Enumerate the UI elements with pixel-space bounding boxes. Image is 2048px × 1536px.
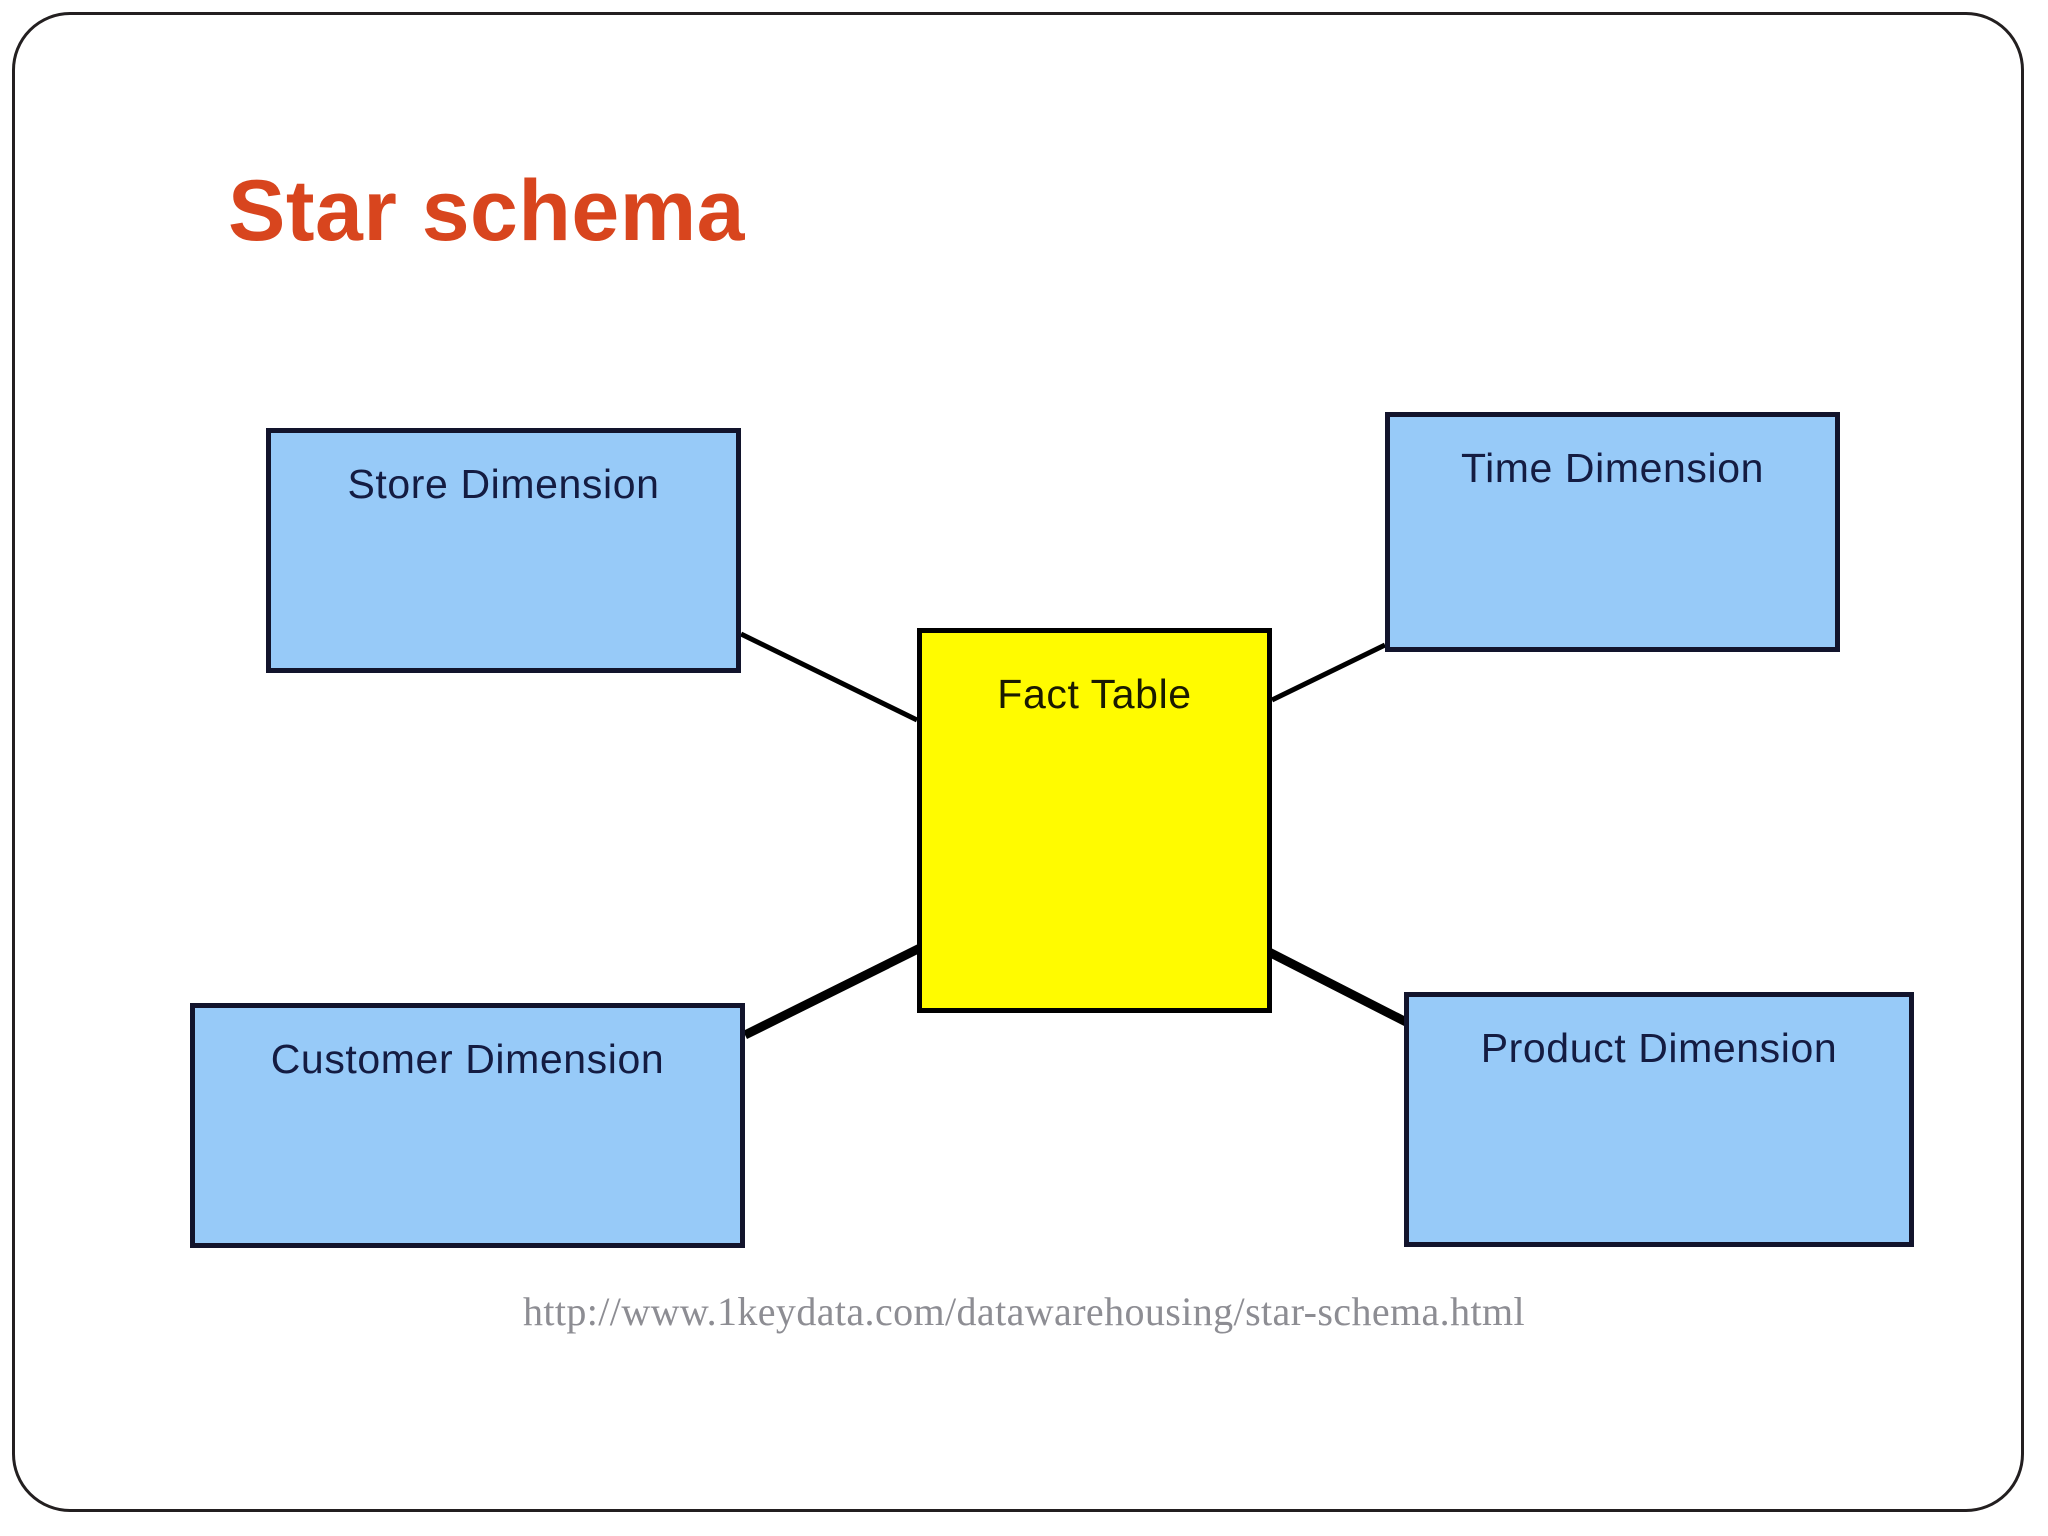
connector-store-fact	[739, 631, 919, 723]
node-store-dimension-label: Store Dimension	[347, 461, 660, 507]
page-title: Star schema	[228, 163, 746, 259]
node-fact-table-label: Fact Table	[997, 671, 1192, 717]
connector-fact-time	[1270, 642, 1387, 703]
node-time-dimension-label: Time Dimension	[1460, 445, 1765, 491]
node-product-dimension[interactable]: Product Dimension	[1404, 992, 1914, 1247]
connector-fact-product	[1266, 947, 1413, 1029]
node-fact-table[interactable]: Fact Table	[917, 628, 1272, 1013]
node-store-dimension[interactable]: Store Dimension	[266, 428, 741, 673]
node-product-dimension-label: Product Dimension	[1480, 1025, 1838, 1071]
source-url-caption: http://www.1keydata.com/datawarehousing/…	[522, 1289, 1526, 1334]
node-customer-dimension[interactable]: Customer Dimension	[190, 1003, 745, 1248]
connector-customer-fact	[742, 943, 923, 1040]
node-customer-dimension-label: Customer Dimension	[270, 1036, 665, 1082]
node-time-dimension[interactable]: Time Dimension	[1385, 412, 1840, 652]
